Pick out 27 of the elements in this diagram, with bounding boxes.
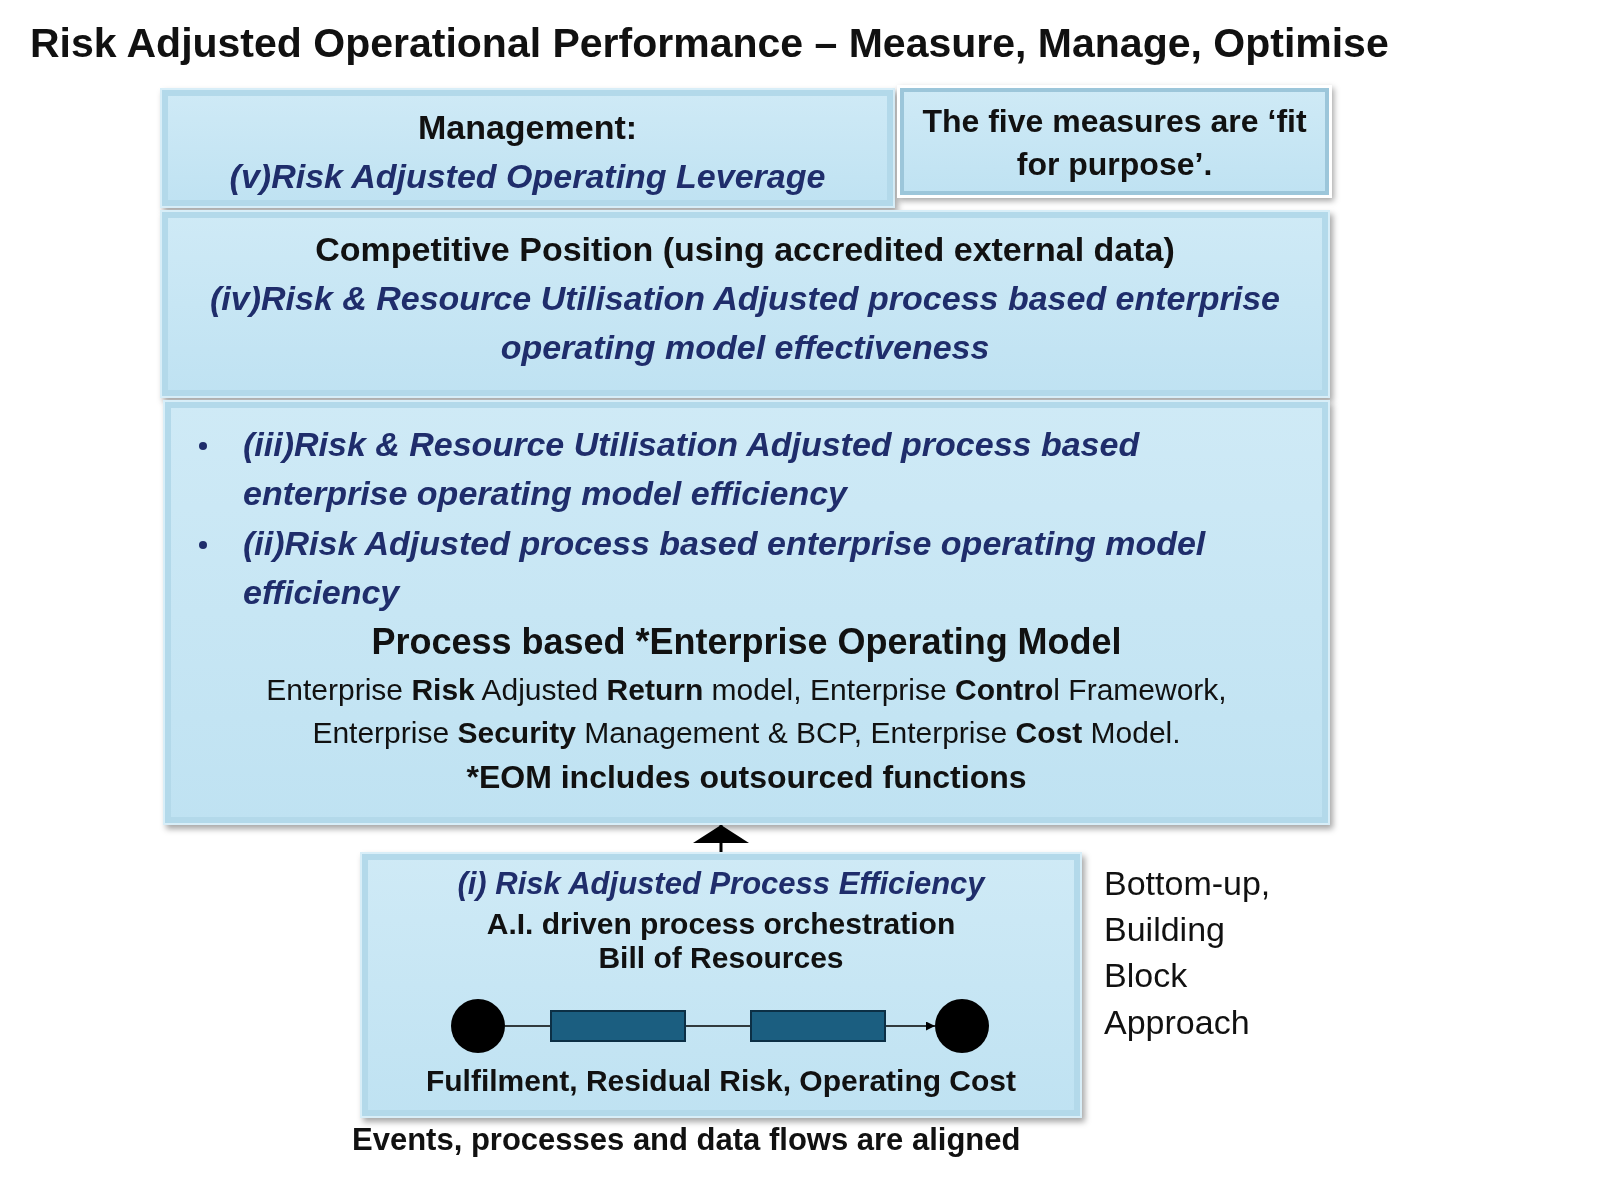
description-text: A.I. driven process orchestration Bill of Resources (485, 906, 957, 976)
card (360, 852, 1082, 1118)
description-text: Enterprise Risk Adjusted Return model, Enterprise Control Framework, Enterprise Security Management & BCP, Enterprise Cost Model. (265, 671, 1228, 752)
note-text: The five measures are ‘fit for purpose’. (921, 102, 1308, 185)
card (160, 88, 895, 208)
measure-text: (i) Risk Adjusted Process Efficiency (456, 865, 987, 903)
caption-text: Events, processes and data flows are aligned (352, 1122, 1021, 1158)
up-arrow (693, 825, 749, 852)
diagram-title: Risk Adjusted Operational Performance – Measure, Manage, Optimise (30, 20, 1389, 67)
note-box (897, 85, 1332, 198)
result-text: Fulfilment, Residual Risk, Operating Cost (424, 1063, 1018, 1099)
footnote-text: *EOM includes outsourced functions (465, 757, 1028, 797)
heading: Competitive Position (using accredited external data) (314, 229, 1176, 270)
heading: Management: (416, 107, 639, 148)
card (163, 400, 1330, 825)
card (160, 210, 1330, 398)
side-note: Bottom-up, Building Block Approach (1104, 863, 1272, 1043)
measure-text: (v)Risk Adjusted Operating Leverage (228, 155, 827, 197)
process-bar (550, 1010, 686, 1042)
measure-text: (ii)Risk Adjusted process based enterprise operating model efficiency (242, 522, 1207, 613)
measure-text: (iii)Risk & Resource Utilisation Adjusted process based enterprise operating model efficiency (242, 424, 1141, 515)
flow-arrow (885, 1021, 936, 1031)
measure-text: (iv)Risk & Resource Utilisation Adjusted process based enterprise operating model effectiveness (208, 277, 1282, 368)
terminal-circle (935, 999, 989, 1053)
heading: Process based *Enterprise Operating Model (370, 620, 1123, 665)
terminal-circle (451, 999, 505, 1053)
process-bar (750, 1010, 886, 1042)
